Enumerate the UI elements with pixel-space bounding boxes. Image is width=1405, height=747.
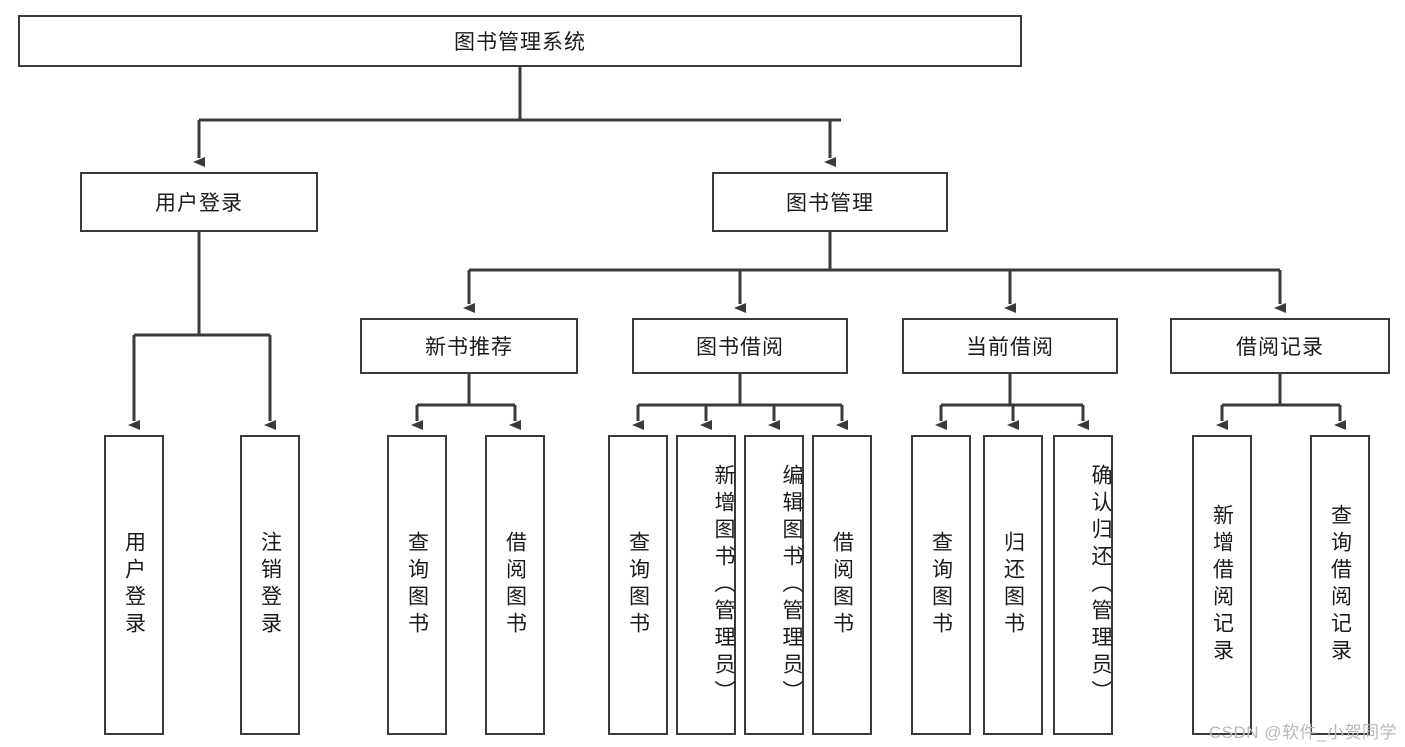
node-user-login-label: 用户登录 bbox=[155, 192, 243, 215]
node-leaf-query-book-3-label: 查询图书 bbox=[929, 531, 953, 639]
node-leaf-query-book-3[interactable]: 查询图书 bbox=[911, 435, 971, 735]
node-user-login[interactable]: 用户登录 bbox=[80, 172, 318, 232]
node-leaf-query-book-2-label: 查询图书 bbox=[626, 531, 650, 639]
node-leaf-return-book-label: 归还图书 bbox=[1001, 531, 1025, 639]
node-borrow-record-label: 借阅记录 bbox=[1236, 336, 1324, 359]
node-root[interactable]: 图书管理系统 bbox=[18, 15, 1022, 67]
node-leaf-query-book-1-label: 查询图书 bbox=[405, 531, 429, 639]
node-leaf-query-record[interactable]: 查询借阅记录 bbox=[1310, 435, 1370, 735]
node-leaf-user-logout[interactable]: 注销登录 bbox=[240, 435, 300, 735]
node-leaf-edit-book-label: 编辑图书（管理员） bbox=[780, 463, 803, 707]
node-current-borrow-label: 当前借阅 bbox=[966, 336, 1054, 359]
node-leaf-return-book[interactable]: 归还图书 bbox=[983, 435, 1043, 735]
node-leaf-query-record-label: 查询借阅记录 bbox=[1328, 504, 1352, 666]
node-leaf-add-book-label: 新增图书（管理员） bbox=[712, 463, 735, 707]
node-leaf-query-book-1[interactable]: 查询图书 bbox=[387, 435, 447, 735]
node-book-manage-label: 图书管理 bbox=[786, 192, 874, 215]
node-leaf-user-login-label: 用户登录 bbox=[122, 531, 146, 639]
node-new-book-rec-label: 新书推荐 bbox=[425, 336, 513, 359]
node-new-book-rec[interactable]: 新书推荐 bbox=[360, 318, 578, 374]
node-leaf-confirm-return-label: 确认归还（管理员） bbox=[1089, 463, 1112, 707]
node-leaf-user-login[interactable]: 用户登录 bbox=[104, 435, 164, 735]
csdn-watermark: CSDN @软件_小贺同学 bbox=[1208, 723, 1397, 742]
node-leaf-borrow-book-1-label: 借阅图书 bbox=[503, 531, 527, 639]
node-book-manage[interactable]: 图书管理 bbox=[712, 172, 948, 232]
node-leaf-add-record[interactable]: 新增借阅记录 bbox=[1192, 435, 1252, 735]
node-leaf-borrow-book-1[interactable]: 借阅图书 bbox=[485, 435, 545, 735]
node-leaf-add-record-label: 新增借阅记录 bbox=[1210, 504, 1234, 666]
node-leaf-borrow-book-2-label: 借阅图书 bbox=[830, 531, 854, 639]
node-book-borrow-label: 图书借阅 bbox=[696, 336, 784, 359]
node-leaf-user-logout-label: 注销登录 bbox=[258, 531, 282, 639]
node-borrow-record[interactable]: 借阅记录 bbox=[1170, 318, 1390, 374]
node-leaf-confirm-return[interactable]: 确认归还（管理员） bbox=[1053, 435, 1113, 735]
node-current-borrow[interactable]: 当前借阅 bbox=[902, 318, 1118, 374]
node-leaf-add-book[interactable]: 新增图书（管理员） bbox=[676, 435, 736, 735]
node-leaf-edit-book[interactable]: 编辑图书（管理员） bbox=[744, 435, 804, 735]
node-book-borrow[interactable]: 图书借阅 bbox=[632, 318, 848, 374]
node-leaf-borrow-book-2[interactable]: 借阅图书 bbox=[812, 435, 872, 735]
node-root-label: 图书管理系统 bbox=[454, 31, 586, 54]
node-leaf-query-book-2[interactable]: 查询图书 bbox=[608, 435, 668, 735]
